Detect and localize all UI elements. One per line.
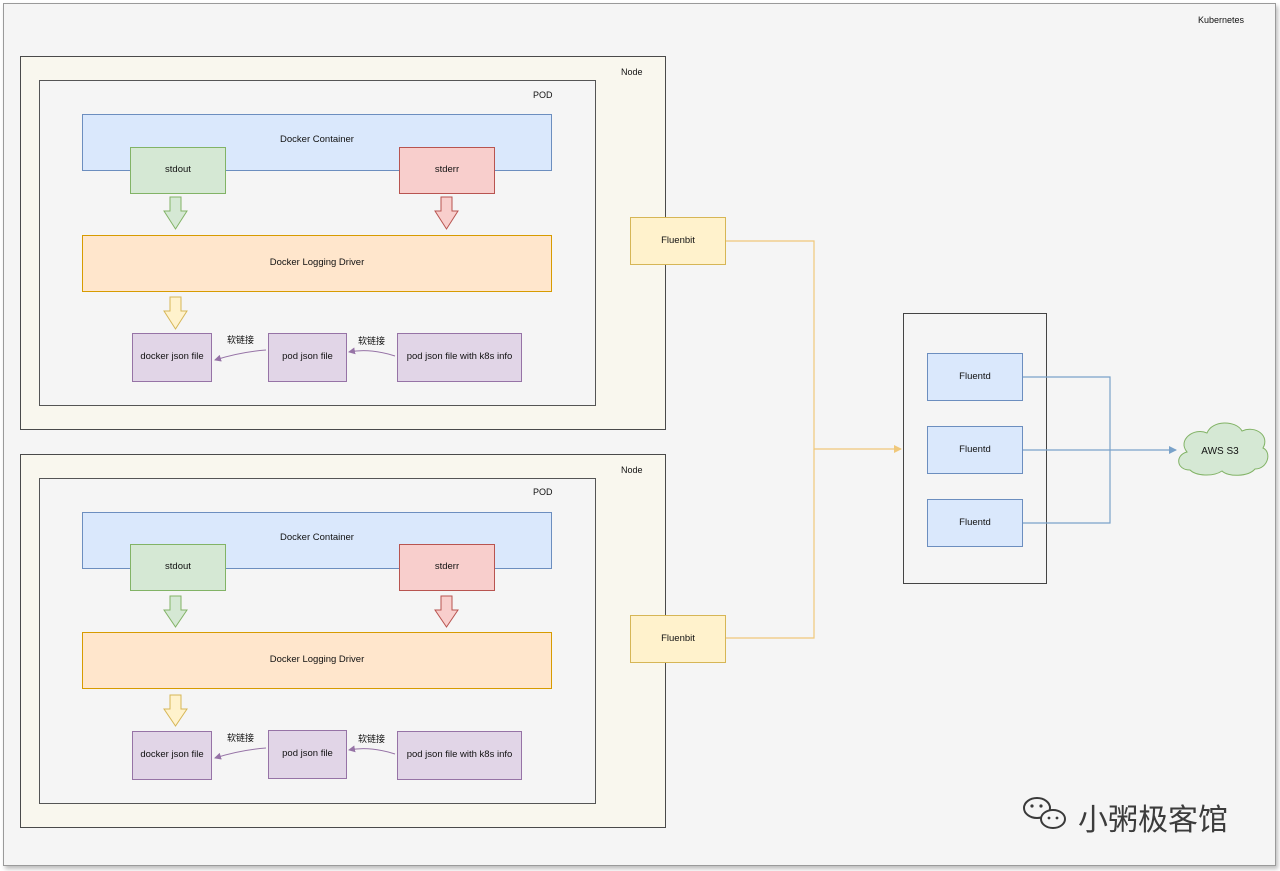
stdout-box-1: stdout — [130, 147, 226, 194]
softlink-label-2b: 软链接 — [358, 734, 386, 744]
watermark-text: 小粥极客馆 — [1078, 803, 1228, 838]
docker-json-file-1: docker json file — [132, 333, 212, 382]
softlink-arrow-1a — [214, 349, 267, 362]
arrow-driver-1 — [163, 296, 188, 330]
logging-driver-2: Docker Logging Driver — [82, 632, 552, 689]
aws-s3-label: AWS S3 — [1201, 446, 1239, 457]
stderr-box-1: stderr — [399, 147, 495, 194]
arrow-stdout-2 — [163, 595, 188, 628]
link-fluentbit-2 — [726, 449, 815, 639]
kubernetes-label: Kubernetes — [1198, 15, 1245, 25]
softlink-label-2a: 软链接 — [227, 733, 255, 743]
pod-1-label: POD — [533, 90, 553, 100]
softlink-label-1a: 软链接 — [227, 335, 255, 345]
fluentd-3: Fluentd — [927, 499, 1023, 547]
pod-json-file-1: pod json file — [268, 333, 347, 382]
pod-json-k8s-file-1: pod json file with k8s info — [397, 333, 522, 382]
pod-json-k8s-file-2: pod json file with k8s info — [397, 731, 522, 780]
wechat-icon — [1023, 797, 1066, 829]
link-fluentbit-1 — [726, 240, 902, 453]
stderr-box-2: stderr — [399, 544, 495, 591]
arrow-stderr-2 — [434, 595, 459, 628]
softlink-arrow-1b — [348, 347, 396, 357]
aws-s3-cloud — [1178, 422, 1269, 476]
logging-driver-1: Docker Logging Driver — [82, 235, 552, 292]
pod-2-label: POD — [533, 487, 553, 497]
arrow-driver-2 — [163, 694, 188, 727]
node-2-label: Node — [621, 465, 643, 475]
docker-json-file-2: docker json file — [132, 731, 212, 780]
softlink-arrow-2a — [214, 747, 267, 760]
softlink-label-1b: 软链接 — [358, 336, 386, 346]
pod-json-file-2: pod json file — [268, 730, 347, 779]
stdout-box-2: stdout — [130, 544, 226, 591]
fluentbit-2: Fluenbit — [630, 615, 726, 663]
fluentd-1: Fluentd — [927, 353, 1023, 401]
arrow-stdout-1 — [163, 196, 188, 230]
softlink-arrow-2b — [348, 745, 396, 755]
node-1-label: Node — [621, 67, 643, 77]
fluentbit-1: Fluenbit — [630, 217, 726, 265]
arrow-stderr-1 — [434, 196, 459, 230]
fluentd-2: Fluentd — [927, 426, 1023, 474]
